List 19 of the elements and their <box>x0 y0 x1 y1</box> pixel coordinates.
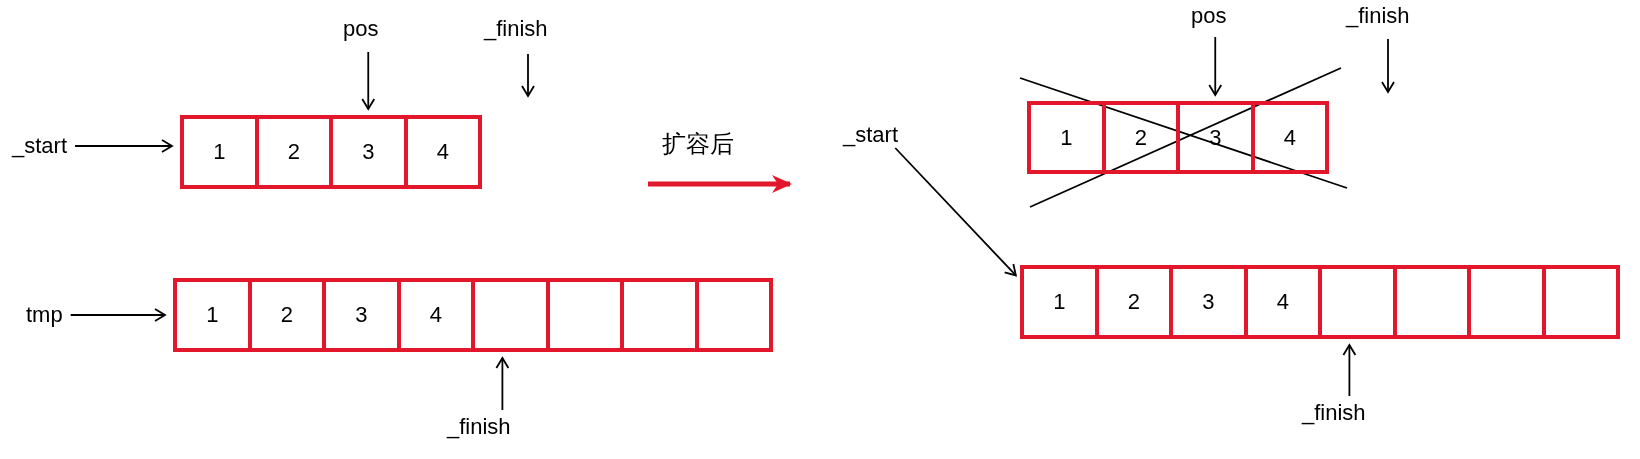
arrow <box>74 139 173 153</box>
caption-text: 扩容后 <box>662 131 734 157</box>
pointer-label: _finish <box>1346 3 1410 29</box>
pointer-label: _start <box>12 133 68 159</box>
pointer-label: pos <box>343 16 379 42</box>
arrow <box>521 53 535 97</box>
pointer-label: _finish <box>1302 400 1366 426</box>
arrow <box>495 357 510 411</box>
pointer-label: pos <box>1191 3 1227 29</box>
pointer-label: _finish <box>484 16 548 42</box>
arrow <box>894 147 1017 277</box>
arrow <box>1208 36 1223 96</box>
pointer-label: _start <box>843 122 899 148</box>
pointer-label: _finish <box>447 414 511 440</box>
pointer-label: tmp <box>26 302 63 328</box>
arrow <box>361 51 376 110</box>
arrow <box>1342 344 1357 397</box>
arrow <box>69 308 166 322</box>
arrow <box>1381 38 1395 93</box>
